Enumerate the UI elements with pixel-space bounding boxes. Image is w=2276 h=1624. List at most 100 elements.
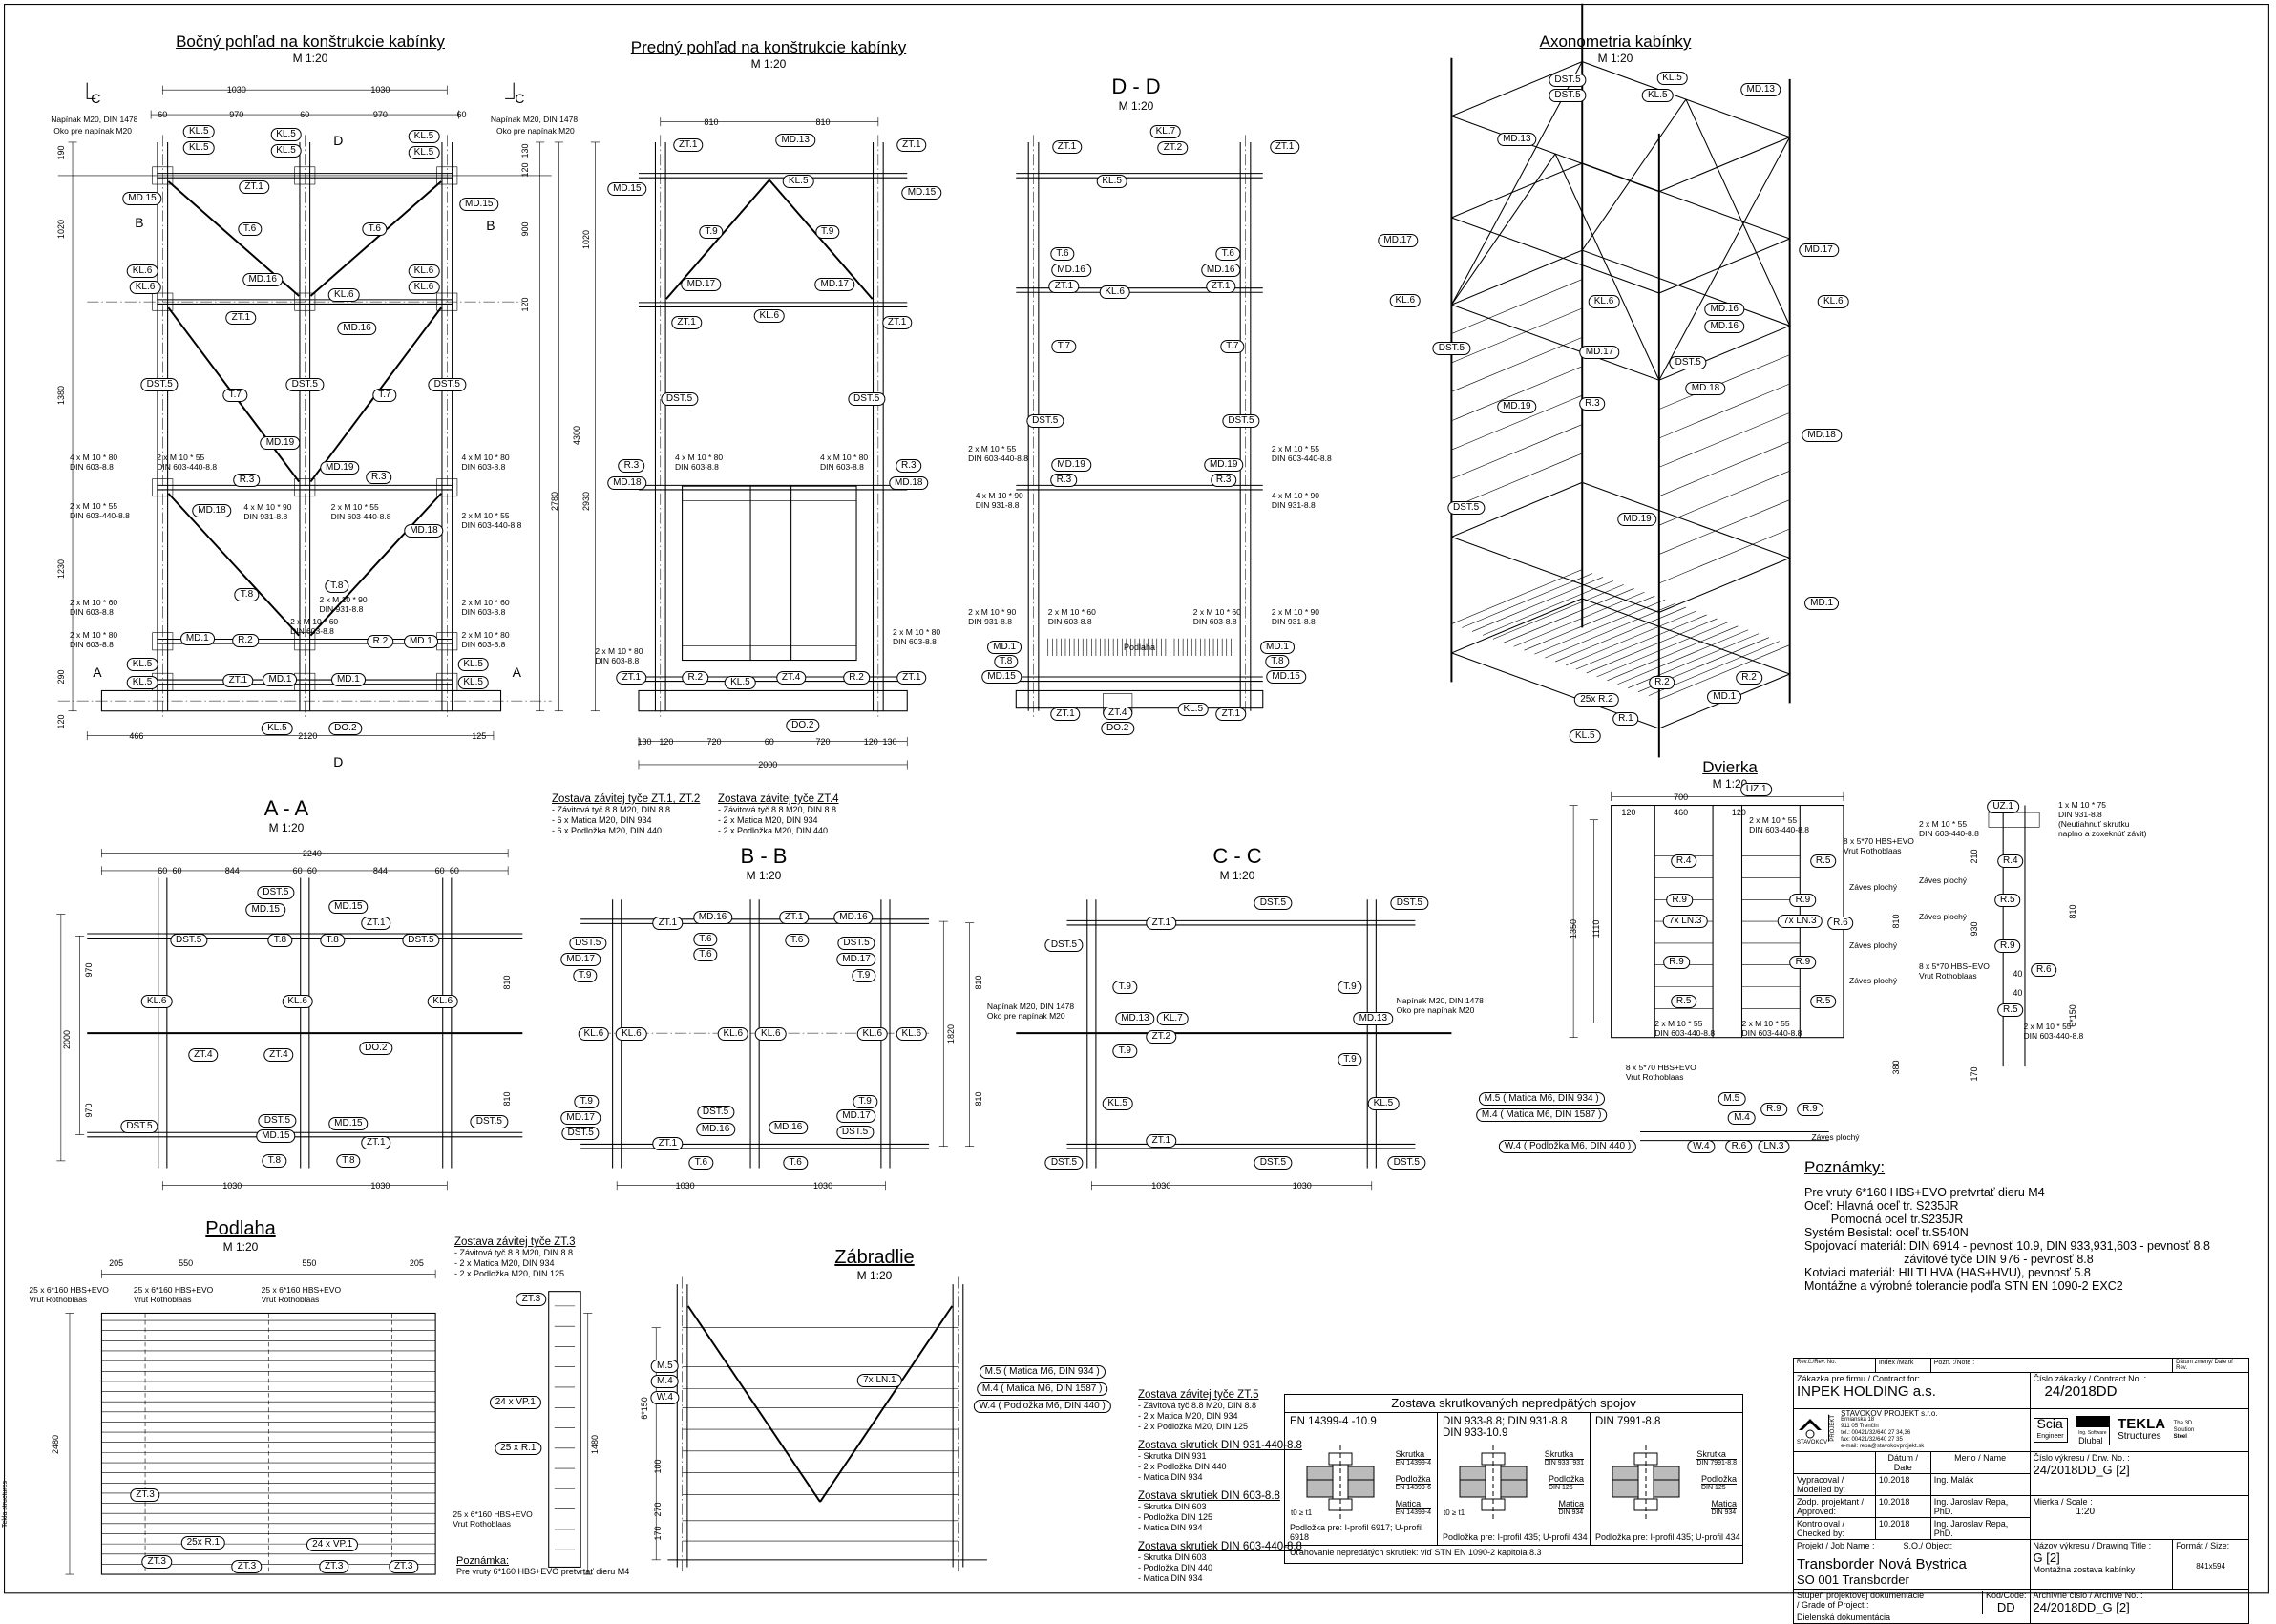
member-tag: MD.13 [1353,1012,1394,1026]
bolt-part-label: Matica [1558,1499,1584,1508]
logo-text: TEKLA [2118,1416,2166,1432]
annotation-note: 8 x 5*70 HBS+EVO Vrut Rothoblaas [1625,1062,1696,1082]
assembly-list-title: Zostava závitej tyče ZT.1, ZT.2 [552,793,701,805]
axo-door-rail [1451,453,1583,509]
role-date: 10.2018 [1874,1473,1931,1496]
member-tag: R.3 [618,459,645,474]
assembly-list-title: Zostava skrutiek DIN 931-440-8.8 [1138,1440,1302,1451]
bolt-part-standard: DIN 125 [1548,1484,1584,1491]
bolt-part-standard: DIN 7991-8.8 [1696,1459,1737,1466]
member-tag: MD.16 [1051,263,1091,277]
member-tag: R.6 [1725,1140,1753,1154]
scale-text: M 1:20 [1118,99,1154,113]
title-text: A - A [263,796,309,820]
title-text: B - B [740,844,788,868]
bolt-part-label: Matica [1395,1499,1422,1508]
member-tag: ZT.1 [1050,707,1081,722]
member-tag: KL.6 [1389,293,1422,307]
dimension-value: 60 [449,866,459,876]
member-tag: DST.5 [837,937,875,951]
section-marker-label: C [91,91,101,107]
annotation-note: 2 x M 10 * 55 DIN 603-440-8.8 [330,502,391,522]
member-tag: R.3 [233,474,261,488]
member-tag: DST.5 [470,1115,508,1129]
member-tag: MD.1 [179,631,215,645]
member-tag: DST.5 [120,1119,158,1133]
member-tag: ZT.1 [778,910,810,924]
member-tag: KL.5 [1656,72,1688,86]
annotation-note: 2 x M 10 * 55 DIN 603-440-8.8 [1749,815,1809,835]
member-tag: R.2 [367,635,394,649]
zt3-detail [548,1291,581,1568]
assembly-list-line: - Matica DIN 934 [1138,1573,1203,1583]
member-tag: MD.16 [242,273,283,287]
stavokov-logo: STAVOKOV PROJEKT [1797,1414,1838,1446]
remark-text: Pre vruty 6*160 HBS+EVO pretvrtať dieru … [456,1567,630,1576]
member-tag: R.5 [1809,854,1837,868]
diagonal-rod [769,179,874,300]
thickness-formula: t0 ≥ t1 [1444,1508,1465,1517]
dimension-value: 1110 [1591,919,1602,939]
annotation-note: Záves plochý [1918,875,1968,885]
axo-door-rail [1658,499,1790,555]
dimension-value: 970 [372,110,388,120]
drw-no-label: Číslo výkresu / Drw. No. : [2033,1453,2130,1463]
axo-diagonal [1685,98,1791,327]
member-tag: DST.5 [1387,1155,1425,1170]
member-tag: ZT.3 [130,1488,160,1503]
member-tag: T.6 [693,932,718,946]
member-tag: UZ.1 [1987,800,2019,814]
dimension-value: 60 [764,736,774,747]
job-label: Projekt / Job Name : [1797,1541,1875,1550]
member-tag: T.6 [785,934,810,948]
dimension-value: 1380 [55,385,66,405]
annotation-note: Oko pre napínak M20 [53,126,132,137]
dimension-value: 205 [109,1257,124,1268]
member-tag: 25x R.2 [1574,692,1619,707]
member-tag: T.9 [699,225,724,240]
door-frame [682,485,857,662]
member-tag: T.6 [237,222,263,237]
assembly-list-line: - Matica DIN 934 [1138,1472,1203,1482]
member-tag: DST.5 [1044,1155,1084,1170]
bolt-part-standard: DIN 933; 931 [1544,1459,1584,1466]
member-tag: R.6 [2030,962,2057,977]
dimension-value: 1350 [1569,919,1579,939]
annotation-note: 8 x 5*70 HBS+EVO Vrut Rothoblaas [1918,960,1990,981]
dimension-value: 60 [306,866,317,876]
member-tag: 7x LN.3 [1778,915,1823,929]
dimension-value: 60 [292,866,303,876]
annotation-note: Napínak M20, DIN 1478 [51,115,138,125]
member-tag: T.6 [1215,247,1240,262]
bolt-part-standard: DIN 934 [1711,1508,1737,1516]
sheet-border [4,4,2269,1594]
dimension-value: 1230 [55,559,66,580]
member-tag: T.7 [1220,340,1245,354]
member-tag: MD.17 [1579,346,1620,360]
contract-no: 24/2018DD [2044,1383,2118,1400]
note-label: Pozn. :/Note : [1929,1358,2174,1373]
connection-plate [294,292,316,311]
member-tag: M.5 ( Matica M6, DIN 934 ) [1478,1091,1605,1106]
assembly-list: Zostava skrutiek DIN 603-440-8.8- Skrutk… [1138,1536,1302,1584]
annotation-note: 2 x M 10 * 60 DIN 603-8.8 [461,598,510,618]
member-tag: MD.15 [1266,669,1306,684]
connection-plate [152,632,174,651]
annotation-note: 25 x 6*160 HBS+EVO Vrut Rothoblaas [453,1509,533,1529]
dimension-value: 40 [2013,987,2023,998]
member-tag: MD.13 [1497,132,1537,146]
member-tag: KL.6 [755,1026,787,1041]
dimension-value: 810 [1890,914,1901,929]
dimension-value: 120 [520,297,531,312]
axo-door-rail [1451,394,1583,451]
member-tag: W.4 [650,1391,679,1405]
axo-door-rail [1658,383,1790,439]
connection-plate [436,478,458,497]
assembly-list: Zostava závitej tyče ZT.3- Závitová tyč … [454,1232,576,1279]
axo-floor-slat [1472,577,1604,632]
dimension-value: 170 [1969,1066,1979,1082]
